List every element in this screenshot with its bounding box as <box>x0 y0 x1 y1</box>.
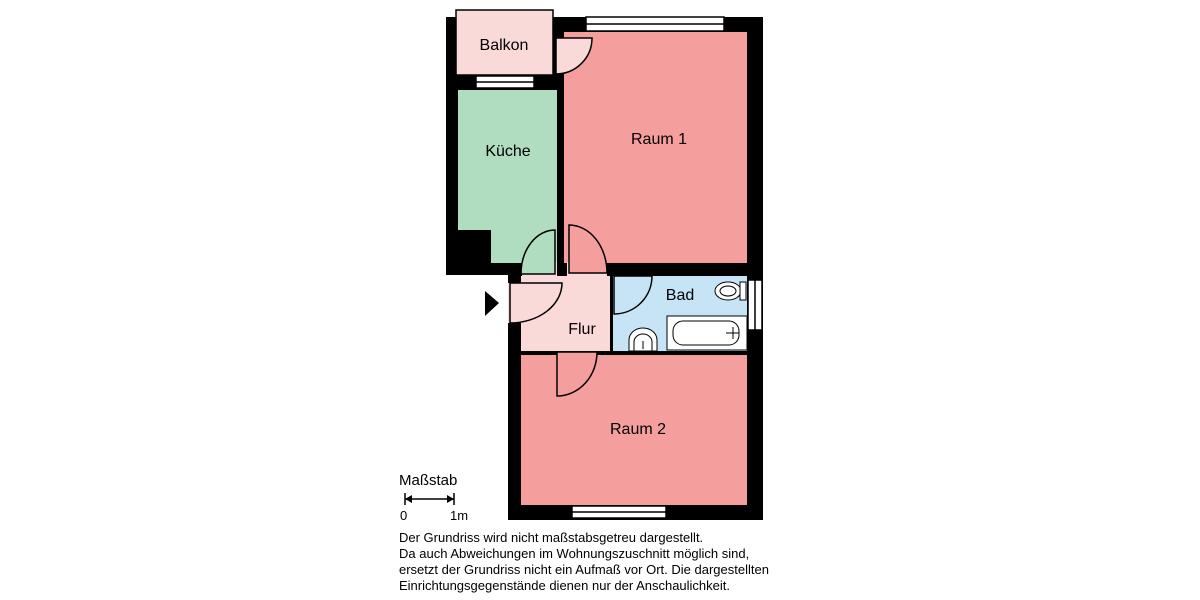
door-kueche <box>520 229 556 275</box>
door-entrance <box>509 282 563 324</box>
label-balkon: Balkon <box>480 37 529 54</box>
toilet-icon <box>714 281 747 301</box>
disclaimer: Der Grundriss wird nicht maßstabsgetreu … <box>399 530 819 594</box>
label-bad: Bad <box>666 287 694 304</box>
room-kueche <box>458 90 557 263</box>
disclaimer-line: Da auch Abweichungen im Wohnungszuschnit… <box>399 546 750 561</box>
door-bad <box>613 275 653 315</box>
disclaimer-line: ersetzt der Grundriss nicht ein Aufmaß v… <box>399 562 769 577</box>
label-raum2: Raum 2 <box>610 421 666 438</box>
scale-bar: Maßstab 0 1m <box>399 472 468 523</box>
windows <box>475 16 763 519</box>
door-balkon <box>555 37 593 75</box>
door-raum2 <box>556 351 598 397</box>
entrance-arrow-icon <box>485 291 499 316</box>
label-kueche: Küche <box>485 143 530 160</box>
door-raum1 <box>568 224 608 274</box>
label-flur: Flur <box>568 321 596 338</box>
scale-end: 1m <box>450 508 468 523</box>
disclaimer-line: Der Grundriss wird nicht maßstabsgetreu … <box>399 530 704 545</box>
doors <box>509 37 653 397</box>
disclaimer-line: Einrichtungsgegenstände dienen nur der A… <box>399 578 731 593</box>
scale-title: Maßstab <box>399 472 457 489</box>
washbasin-icon <box>628 327 658 352</box>
scale-start: 0 <box>400 508 407 523</box>
label-raum1: Raum 1 <box>631 131 687 148</box>
room-balkon <box>455 9 554 76</box>
room-raum1 <box>564 32 747 263</box>
bathroom-fixtures <box>628 281 748 352</box>
bathtub-icon <box>666 315 748 351</box>
